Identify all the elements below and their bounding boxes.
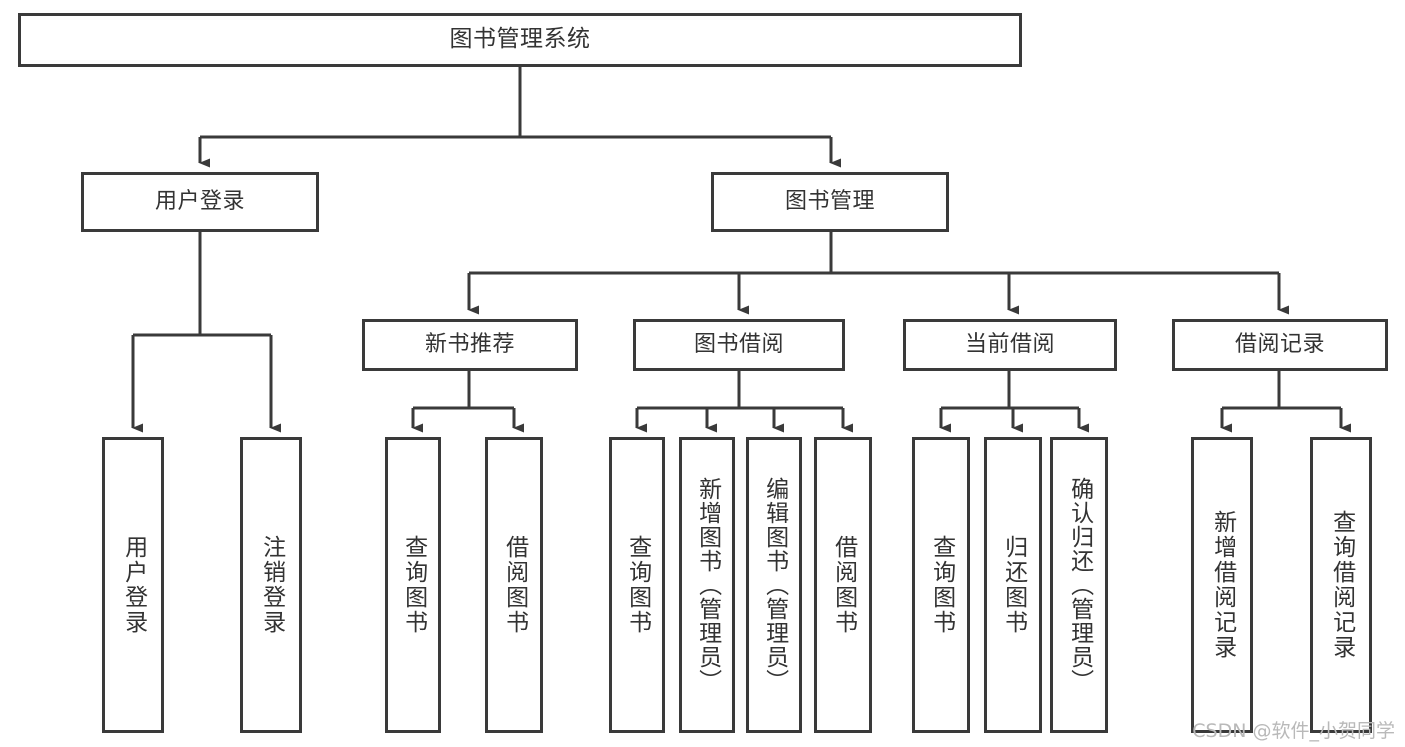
node-root-system[interactable]: 图书管理系统	[18, 13, 1022, 67]
node-label: 用户登录	[154, 188, 245, 214]
node-user-login[interactable]: 用户登录	[81, 172, 319, 232]
node-leaf-query-book-1[interactable]: 查询图书	[385, 437, 441, 733]
node-leaf-query-book-2[interactable]: 查询图书	[609, 437, 665, 733]
node-label: 新书推荐	[424, 331, 515, 357]
node-label: 查询借阅记录	[1328, 510, 1355, 660]
node-label: 查询图书	[400, 535, 427, 635]
node-leaf-return-book[interactable]: 归还图书	[984, 437, 1042, 733]
node-current-borrow[interactable]: 当前借阅	[903, 319, 1117, 371]
node-leaf-add-book-admin[interactable]: 新增图书（管理员）	[679, 437, 735, 733]
watermark-text: CSDN @软件_小贺同学	[1192, 720, 1395, 742]
node-new-book-recommend[interactable]: 新书推荐	[362, 319, 578, 371]
node-label: 借阅图书	[830, 535, 857, 635]
node-leaf-user-login[interactable]: 用户登录	[102, 437, 164, 733]
node-label: 新增借阅记录	[1209, 510, 1236, 660]
node-borrow-record[interactable]: 借阅记录	[1172, 319, 1388, 371]
node-leaf-query-borrow-record[interactable]: 查询借阅记录	[1310, 437, 1372, 733]
node-label: 查询图书	[928, 535, 955, 635]
node-label: 编辑图书（管理员）	[761, 477, 788, 693]
node-label: 图书管理	[784, 188, 875, 214]
node-label: 查询图书	[624, 535, 651, 635]
node-leaf-edit-book-admin[interactable]: 编辑图书（管理员）	[746, 437, 802, 733]
node-book-borrow[interactable]: 图书借阅	[633, 319, 845, 371]
node-label: 注销登录	[258, 535, 285, 635]
node-leaf-confirm-return-admin[interactable]: 确认归还（管理员）	[1050, 437, 1108, 733]
node-label: 借阅记录	[1234, 331, 1325, 357]
node-leaf-add-borrow-record[interactable]: 新增借阅记录	[1191, 437, 1253, 733]
node-label: 借阅图书	[501, 535, 528, 635]
node-label: 图书管理系统	[449, 26, 591, 53]
node-leaf-query-book-3[interactable]: 查询图书	[912, 437, 970, 733]
node-book-manage[interactable]: 图书管理	[711, 172, 949, 232]
node-label: 用户登录	[120, 535, 147, 635]
node-label: 当前借阅	[964, 331, 1055, 357]
node-leaf-user-logout[interactable]: 注销登录	[240, 437, 302, 733]
node-label: 图书借阅	[693, 331, 784, 357]
node-leaf-borrow-book-1[interactable]: 借阅图书	[485, 437, 543, 733]
node-label: 归还图书	[1000, 535, 1027, 635]
node-leaf-borrow-book-2[interactable]: 借阅图书	[814, 437, 872, 733]
node-label: 新增图书（管理员）	[694, 477, 721, 693]
node-label: 确认归还（管理员）	[1066, 477, 1093, 693]
